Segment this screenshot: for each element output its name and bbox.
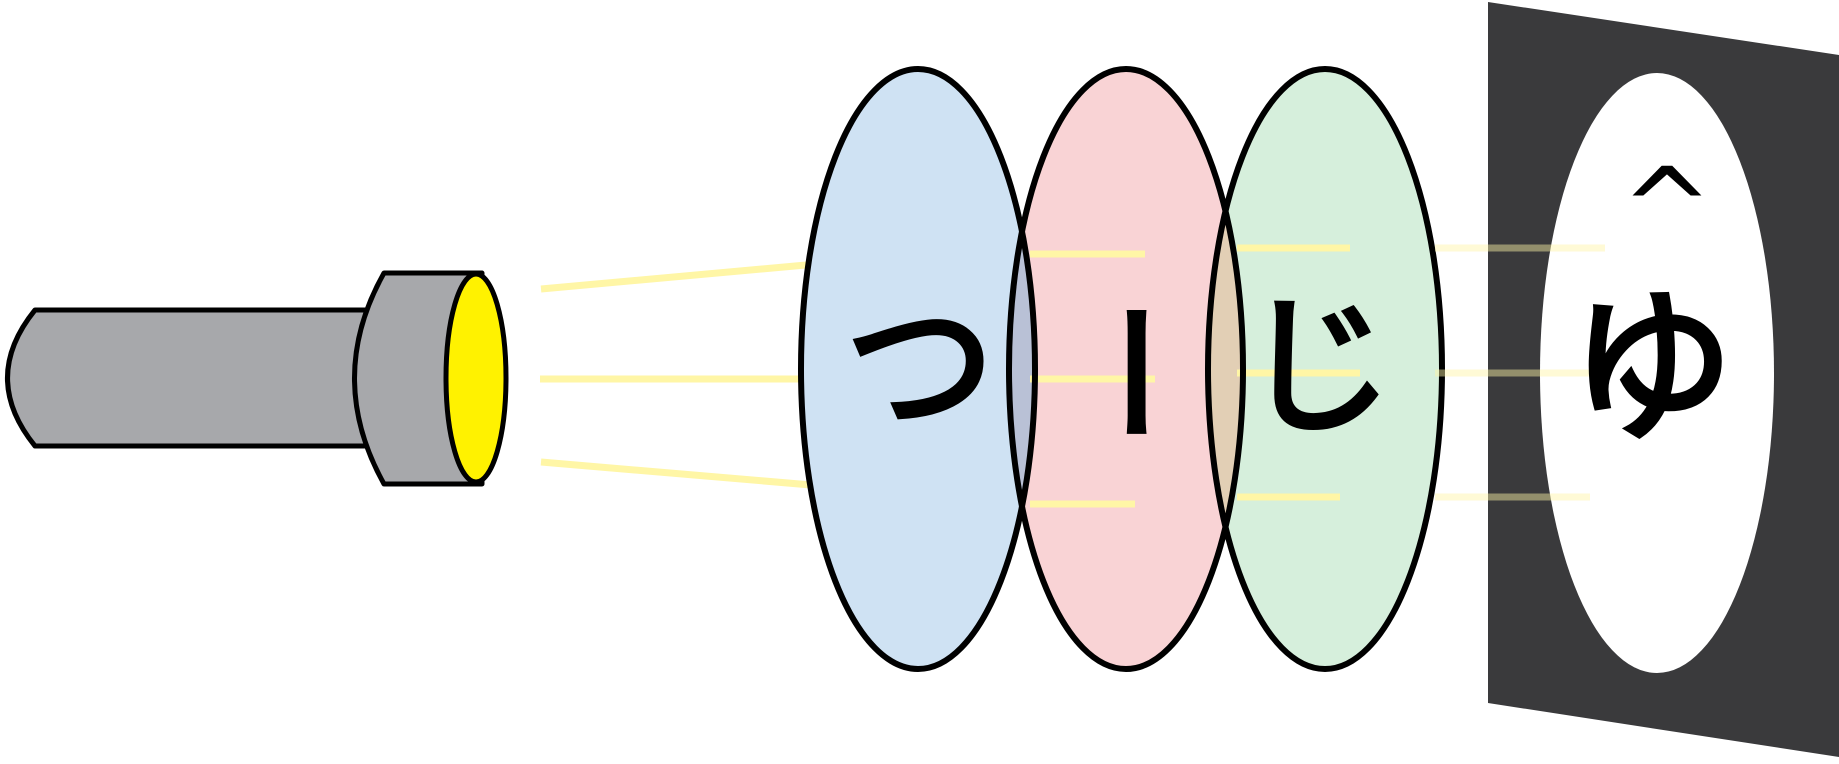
projection-mark: ^ <box>1621 143 1713 271</box>
flashlight-handle <box>5 307 373 449</box>
slide-red-glyph: ー <box>1043 297 1217 447</box>
slide-green-glyph: じ <box>1243 281 1393 455</box>
slide-red-outline <box>1006 66 1246 672</box>
slide-green <box>1208 69 1442 669</box>
slide-blue-glyph: つ <box>845 281 995 455</box>
flashlight-icon <box>5 270 509 487</box>
light-beams-slides <box>1030 244 1360 508</box>
slide-red <box>1009 69 1243 669</box>
slide-green-outline <box>1205 66 1445 672</box>
flashlight-lens <box>443 271 509 485</box>
projection-glyph: ゆ <box>1570 272 1735 464</box>
projection-screen-icon: ^ ゆ <box>1435 2 1839 757</box>
projection-disc <box>1540 73 1774 673</box>
slide-blue <box>801 69 1035 669</box>
slide-stack: つ ー じ <box>798 66 1445 672</box>
slide-blue-outline <box>798 66 1038 672</box>
light-beams-screen <box>1435 244 1605 501</box>
